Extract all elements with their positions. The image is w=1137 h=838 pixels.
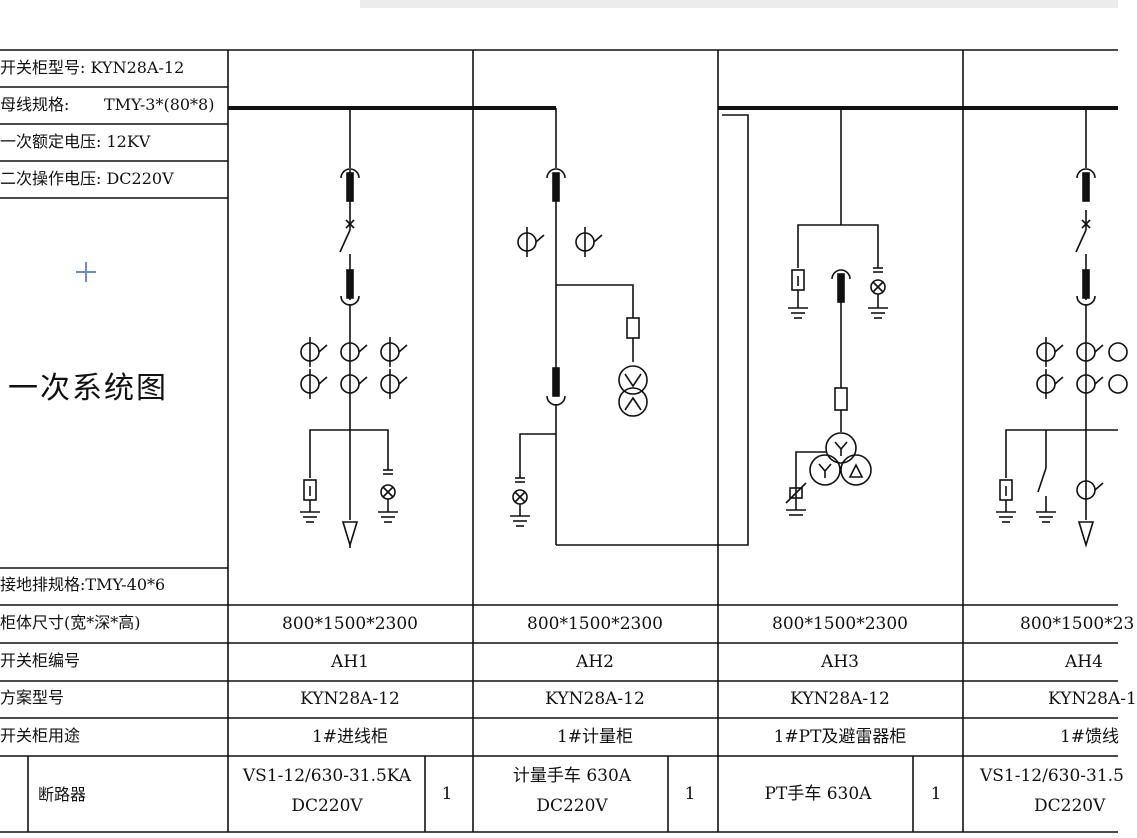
- secondary-voltage-label: 二次操作电压: DC220V: [0, 169, 174, 188]
- ah4-circuit: [996, 108, 1128, 548]
- ah3-circuit: [785, 108, 888, 516]
- ah1-size: 800*1500*2300: [282, 614, 418, 634]
- ah1-usage: 1#进线柜: [311, 727, 389, 747]
- row-label-size: 柜体尺寸(宽*深*高): [0, 613, 141, 632]
- ah1-scheme: KYN28A-12: [300, 689, 400, 709]
- cursor-crosshair: [76, 262, 96, 282]
- ah1-number: AH1: [331, 652, 369, 672]
- ah4-breaker-voltage: DC220V: [1034, 796, 1106, 816]
- ah2-qty: 1: [684, 784, 696, 804]
- ah2-scheme: KYN28A-12: [545, 689, 645, 709]
- row-label-number: 开关柜编号: [0, 651, 81, 670]
- ah2-size: 800*1500*2300: [527, 614, 663, 634]
- busbar-spec-value: TMY-3*(80*8): [104, 95, 215, 114]
- table-grid: [0, 49, 1118, 833]
- ah2-breaker-model: 计量手车 630A: [512, 766, 632, 786]
- primary-voltage-label: 一次额定电压: 12KV: [0, 132, 151, 151]
- ah3-usage: 1#PT及避雷器柜: [773, 727, 907, 747]
- ah1-circuit: [300, 108, 408, 548]
- cabinet-model-label: 开关柜型号: KYN28A-12: [0, 58, 185, 77]
- ah1-qty: 1: [441, 784, 453, 804]
- ah2-number: AH2: [576, 652, 614, 672]
- row-label-usage: 开关柜用途: [0, 726, 81, 745]
- ah2-breaker-voltage: DC220V: [536, 796, 608, 816]
- ah3-scheme: KYN28A-12: [790, 689, 890, 709]
- ah2-circuit: [510, 108, 749, 546]
- top-shade: [360, 0, 1118, 8]
- diagram-title: 一次系统图: [8, 371, 168, 406]
- ah4-size: 800*1500*23: [1020, 614, 1135, 634]
- ah3-size: 800*1500*2300: [772, 614, 908, 634]
- ah3-number: AH3: [821, 652, 859, 672]
- ah4-number: AH4: [1065, 652, 1103, 672]
- ah1-breaker-voltage: DC220V: [291, 796, 363, 816]
- ah4-breaker-model: VS1-12/630-31.5: [980, 766, 1124, 786]
- ah2-usage: 1#计量柜: [556, 727, 634, 747]
- row-label-breaker: 断路器: [38, 785, 87, 804]
- ah1-breaker-model: VS1-12/630-31.5KA: [242, 766, 412, 786]
- busbar-spec-label: 母线规格:: [0, 95, 70, 114]
- ah4-usage: 1#馈线: [1060, 727, 1120, 747]
- ah3-qty: 1: [930, 784, 942, 804]
- ground-bar-label: 接地排规格:TMY-40*6: [0, 575, 166, 594]
- row-label-scheme: 方案型号: [0, 688, 65, 707]
- ah3-breaker-model: PT手车 630A: [764, 784, 872, 804]
- ah4-scheme: KYN28A-1: [1048, 689, 1137, 709]
